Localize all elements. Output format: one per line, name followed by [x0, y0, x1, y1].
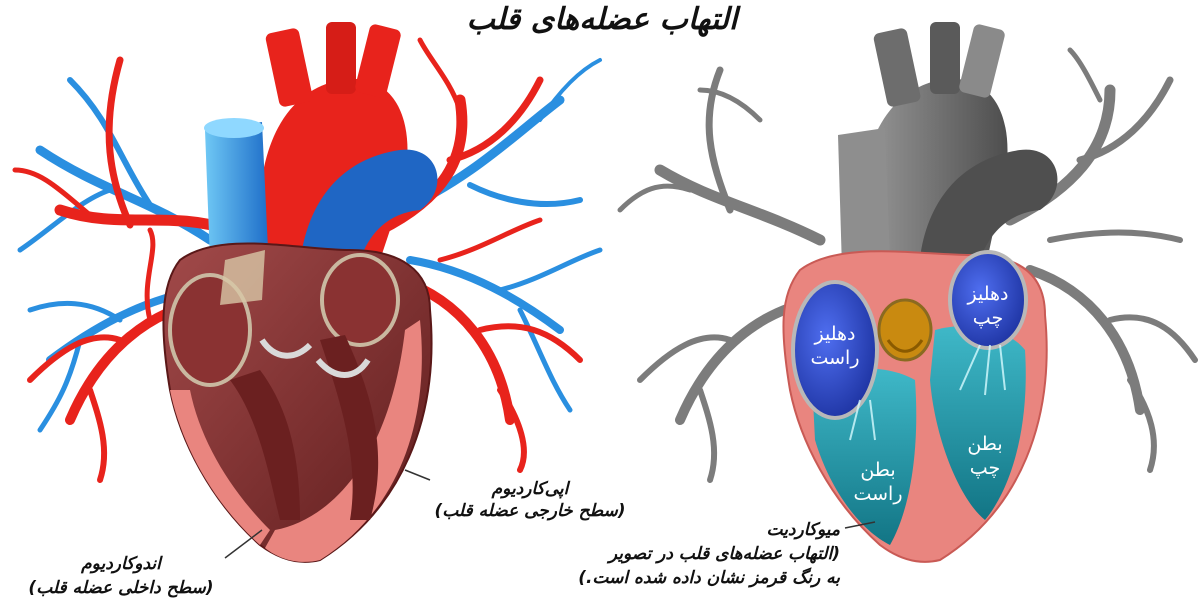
myocarditis-desc2: به رنگ قرمز نشان داده شده است.): [560, 566, 840, 590]
label-left-atrium: دهلیز چپ: [955, 282, 1021, 330]
left-atrium-line2: چپ: [955, 306, 1021, 330]
endocardium-desc: (سطح داخلی عضله قلب): [6, 576, 236, 600]
epicardium-name: اپی‌کاردیوم: [410, 478, 650, 500]
endocardium-name: اندوکاردیوم: [6, 552, 236, 576]
right-atrium-line2: راست: [802, 346, 868, 370]
myocarditis-label: میوکاردیت (التهاب عضله‌های قلب در تصویر …: [560, 518, 840, 590]
endocardium-label: اندوکاردیوم (سطح داخلی عضله قلب): [6, 552, 236, 600]
left-atrium-line1: دهلیز: [955, 282, 1021, 306]
left-ventricle-line1: بطن: [955, 432, 1015, 456]
myocarditis-desc1: (التهاب عضله‌های قلب در تصویر: [560, 542, 840, 566]
right-ventricle-line1: بطن: [848, 458, 908, 482]
right-atrium-line1: دهلیز: [802, 322, 868, 346]
label-right-ventricle: بطن راست: [848, 458, 908, 506]
superior-vena-cava: [205, 122, 268, 260]
right-ventricle-line2: راست: [848, 482, 908, 506]
label-right-atrium: دهلیز راست: [802, 322, 868, 370]
left-ventricle-line2: چپ: [955, 456, 1015, 480]
epicardium-label: اپی‌کاردیوم (سطح خارجی عضله قلب): [410, 478, 650, 522]
left-chamber-la: [322, 255, 398, 345]
label-left-ventricle: بطن چپ: [955, 432, 1015, 480]
myocarditis-name: میوکاردیت: [560, 518, 840, 542]
